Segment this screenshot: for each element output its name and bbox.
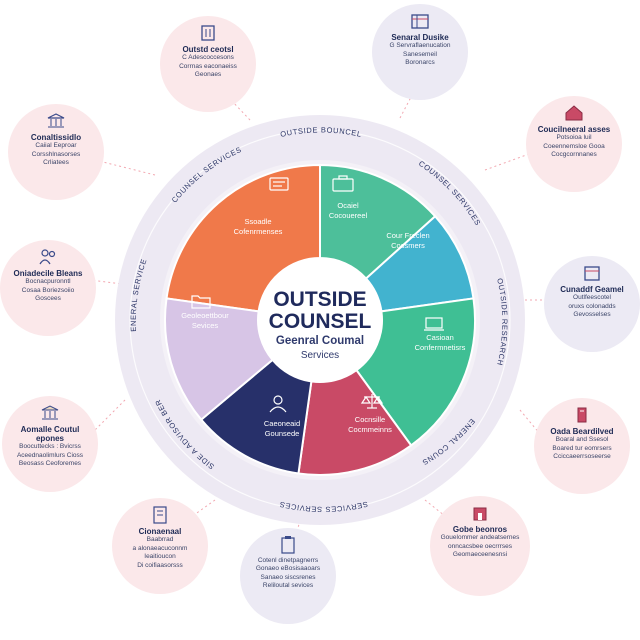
satellite-line: Boronarcs — [405, 59, 435, 67]
satellite-top-right: Senaral Dusike G Servraflaenucation Sane… — [372, 4, 468, 100]
satellite-title: Coucilneeral asses — [537, 125, 611, 134]
satellite-left-upper: Conaltissidlo Caiial Eeproar Corsshlnaso… — [8, 104, 104, 200]
satellite-line: Cotenl dinetpagnerrs — [257, 557, 319, 564]
satellite-top-left: Outstd ceotsl C Adescoccesons Corrnas ea… — [160, 16, 256, 112]
satellite-line: Potsoioa luil — [556, 134, 592, 142]
center-subtitle-line1: Geenral Coumal — [276, 335, 364, 347]
segment-teal-label: Casioan — [426, 333, 454, 342]
satellite-line: Boaral and Ssesol — [555, 436, 609, 444]
ring-label: OUTSIDE BOUNCEL — [279, 125, 362, 138]
satellite-right-mid: Cunaddf Geamel Outlfeescotel oruxs colon… — [544, 256, 640, 352]
segment-green-label: Ocaiel — [337, 201, 359, 210]
segment-lavender-label: Geoleoettbour — [181, 311, 229, 320]
satellite-line: Baabrrad — [146, 536, 174, 544]
satellite-line: Coeennemsloe Gooa — [543, 142, 605, 150]
segment-orange-label: Cofenrmenses — [234, 227, 283, 236]
satellite-line: Gouelommer andeatsernes — [440, 534, 520, 542]
satellite-line: Corsshlnasorses — [31, 150, 81, 158]
satellite-line: Sanesemeil — [403, 50, 437, 58]
center-title-line1: OUTSIDE — [273, 288, 366, 311]
satellite-bottom-left: Cionaenaal Baabrrad a alonaeacuconnm Iea… — [112, 498, 208, 594]
segment-blue-label: Cossmers — [391, 241, 425, 250]
satellite-line: Reliloutal sevices — [262, 582, 314, 590]
satellite-line: Gevosselses — [573, 311, 611, 319]
satellite-line: Geonaes — [194, 71, 222, 79]
courthouse-icon — [41, 405, 59, 420]
document-icon — [269, 177, 289, 191]
satellite-line: C Adescoccesons — [182, 54, 234, 62]
satellite-line: onncacsbee oecrrrses — [448, 542, 512, 550]
segment-green-label: Cocouereel — [329, 211, 368, 220]
satellite-title: Outstd ceotsl — [182, 45, 234, 54]
satellite-left-mid: Oniadecile Bleans Bocnacpuronntl Cosaa B… — [0, 240, 96, 336]
satellite-line: Ieaitioucon — [144, 553, 176, 561]
segment-orange — [165, 163, 321, 313]
building-icon — [201, 25, 215, 41]
satellite-title: Cionaenaal — [138, 527, 182, 536]
segment-lavender-label: Sevices — [192, 321, 219, 330]
clipboard-icon — [281, 536, 295, 554]
satellite-line: Geomaeceenesnsi — [452, 551, 508, 559]
satellite-right-upper: Coucilneeral asses Potsoioa luil Coeenne… — [526, 96, 622, 192]
satellite-right-lower: Oada Beardilved Boaral and Ssesol Boared… — [534, 398, 630, 494]
briefcase-icon — [332, 175, 354, 192]
satellite-title: Oada Beardilved — [550, 427, 614, 436]
satellite-title: Senaral Dusike — [391, 33, 449, 42]
satellite-title: Gobe beonros — [452, 525, 508, 534]
satellite-line: Beosass Ceoforemes — [18, 460, 82, 468]
satellite-line: Aceednaolimlurs Cioss — [16, 451, 84, 459]
satellite-line: Crliatees — [43, 159, 69, 167]
tower-icon — [577, 407, 587, 423]
satellite-line: Cocgcornnanes — [551, 151, 597, 159]
segment-teal-label: Confermnetisrs — [415, 343, 466, 352]
satellite-line: Boared tur eomrsers — [552, 444, 612, 452]
satellite-line: Sanaeo siscsrenes — [260, 573, 316, 581]
satellite-line: Outlfeescotel — [573, 294, 611, 302]
satellite-line: Bocnacpuronntl — [25, 278, 71, 286]
calendar-icon — [584, 266, 600, 281]
office-icon — [411, 14, 429, 29]
satellite-title: Oniadecile Bleans — [13, 269, 83, 278]
contract-icon — [153, 506, 167, 524]
segment-blue-label: Cour Freclen — [386, 231, 429, 240]
satellite-title: Aomalle Coutul epones — [20, 425, 80, 444]
segment-crimson-label: Cocnsille — [355, 415, 385, 424]
center-subtitle-line2: Services — [301, 350, 339, 361]
satellite-title: Conaltissidlo — [30, 133, 82, 142]
satellite-line: Goscees — [35, 295, 61, 303]
satellite-title: Cunaddf Geamel — [560, 285, 624, 294]
scales-icon — [360, 394, 384, 409]
segment-navy-label: Gounsede — [265, 429, 300, 438]
center-circle — [258, 258, 382, 382]
bank-icon — [47, 113, 65, 128]
segment-orange-label: Ssoadle — [244, 217, 271, 226]
satellite-bottom-right: Gobe beonros Gouelommer andeatsernes onn… — [430, 496, 530, 596]
house-icon — [565, 105, 583, 121]
segment-navy-label: Caeoneaid — [264, 419, 300, 428]
laptop-icon — [424, 317, 444, 331]
satellite-line: Boocuttecks : Bvicrss — [19, 443, 81, 451]
satellite-line: G Servraflaenucation — [389, 42, 451, 50]
store-icon — [473, 507, 487, 521]
satellite-line: oruxs colonadds — [568, 302, 616, 310]
center-title-line2: COUNSEL — [269, 310, 372, 333]
folder-icon — [191, 295, 211, 309]
satellite-line: Caiial Eeproar — [35, 142, 77, 150]
satellite-line: Corrnas eaconaeiss — [179, 62, 237, 70]
satellite-line: a alonaeacuconnm — [132, 544, 188, 552]
satellite-line: Cciccaeerrsoseerse — [553, 453, 611, 461]
satellite-bottom-center: Cotenl dinetpagnerrs Gonaeo eBosisaaoars… — [240, 528, 336, 624]
person-icon — [269, 395, 287, 413]
satellite-left-lower: Aomalle Coutul epones Boocuttecks : Bvic… — [2, 396, 98, 492]
segment-crimson-label: Cocmmeinns — [348, 425, 392, 434]
satellite-line: Gonaeo eBosisaaoars — [255, 565, 321, 573]
satellite-line: Di coifiaasorsss — [137, 561, 183, 569]
satellite-line: Cosaa Boriezsoiio — [21, 286, 75, 294]
people-icon — [39, 249, 56, 265]
